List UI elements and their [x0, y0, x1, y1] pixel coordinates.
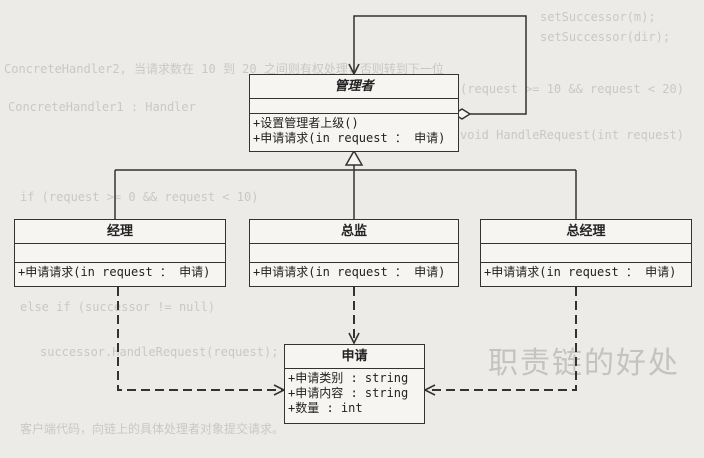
- class-name: 总监: [250, 220, 458, 244]
- class-attributes: [250, 244, 458, 263]
- class-attribute: +申请内容 : string: [288, 386, 409, 400]
- dependency-manager: [117, 287, 284, 390]
- class-operation: +申请请求(in request ： 申请): [253, 265, 446, 279]
- class-attribute: +申请类别 : string: [288, 371, 409, 385]
- class-handler: 管理者 +设置管理者上级() +申请请求(in request ： 申请): [249, 74, 459, 152]
- class-attributes: [15, 244, 225, 263]
- class-operation: +申请请求(in request ： 申请): [484, 265, 677, 279]
- class-operations: +申请请求(in request ： 申请): [481, 263, 691, 282]
- class-attributes: [250, 99, 458, 114]
- background-code-line: 客户端代码，向链上的具体处理者对象提交请求。: [20, 422, 285, 436]
- class-general-manager: 总经理 +申请请求(in request ： 申请): [480, 219, 692, 287]
- class-attributes: +申请类别 : string +申请内容 : string +数量 : int: [285, 369, 424, 418]
- class-attribute: +数量 : int: [288, 401, 363, 415]
- background-code-line: void HandleRequest(int request): [460, 128, 684, 142]
- background-code-line: if (request >= 0 && request < 10): [20, 190, 259, 204]
- class-manager: 经理 +申请请求(in request ： 申请): [14, 219, 226, 287]
- class-director: 总监 +申请请求(in request ： 申请): [249, 219, 459, 287]
- class-name: 申请: [285, 345, 424, 369]
- class-operation: +申请请求(in request ： 申请): [18, 265, 211, 279]
- class-name: 管理者: [250, 75, 458, 99]
- dependency-general-manager: [425, 287, 577, 390]
- class-attributes: [481, 244, 691, 263]
- class-operation: +设置管理者上级(): [253, 116, 359, 130]
- background-code-line: setSuccessor(dir);: [540, 30, 671, 44]
- class-request: 申请 +申请类别 : string +申请内容 : string +数量 : i…: [284, 344, 425, 424]
- class-operation: +申请请求(in request ： 申请): [253, 131, 446, 145]
- background-heading: 职责链的好处: [488, 346, 680, 381]
- inheritance-triangle: [344, 149, 364, 166]
- background-code-line: ConcreteHandler1 : Handler: [8, 100, 196, 114]
- generalization-tree: [114, 149, 577, 219]
- class-operations: +申请请求(in request ： 申请): [15, 263, 225, 282]
- background-code-line: setSuccessor(m);: [540, 10, 656, 24]
- class-name: 经理: [15, 220, 225, 244]
- background-code-line: ConcreteHandler2, 当请求数在 10 到 20 之间则有权处理，…: [4, 62, 444, 76]
- dependency-lines: [117, 287, 577, 390]
- class-operations: +申请请求(in request ： 申请): [250, 263, 458, 282]
- class-name: 总经理: [481, 220, 691, 244]
- class-operations: +设置管理者上级() +申请请求(in request ： 申请): [250, 114, 458, 148]
- background-code-line: successor.HandleRequest(request);: [40, 345, 279, 359]
- background-code-line: (request >= 10 && request < 20): [460, 82, 684, 96]
